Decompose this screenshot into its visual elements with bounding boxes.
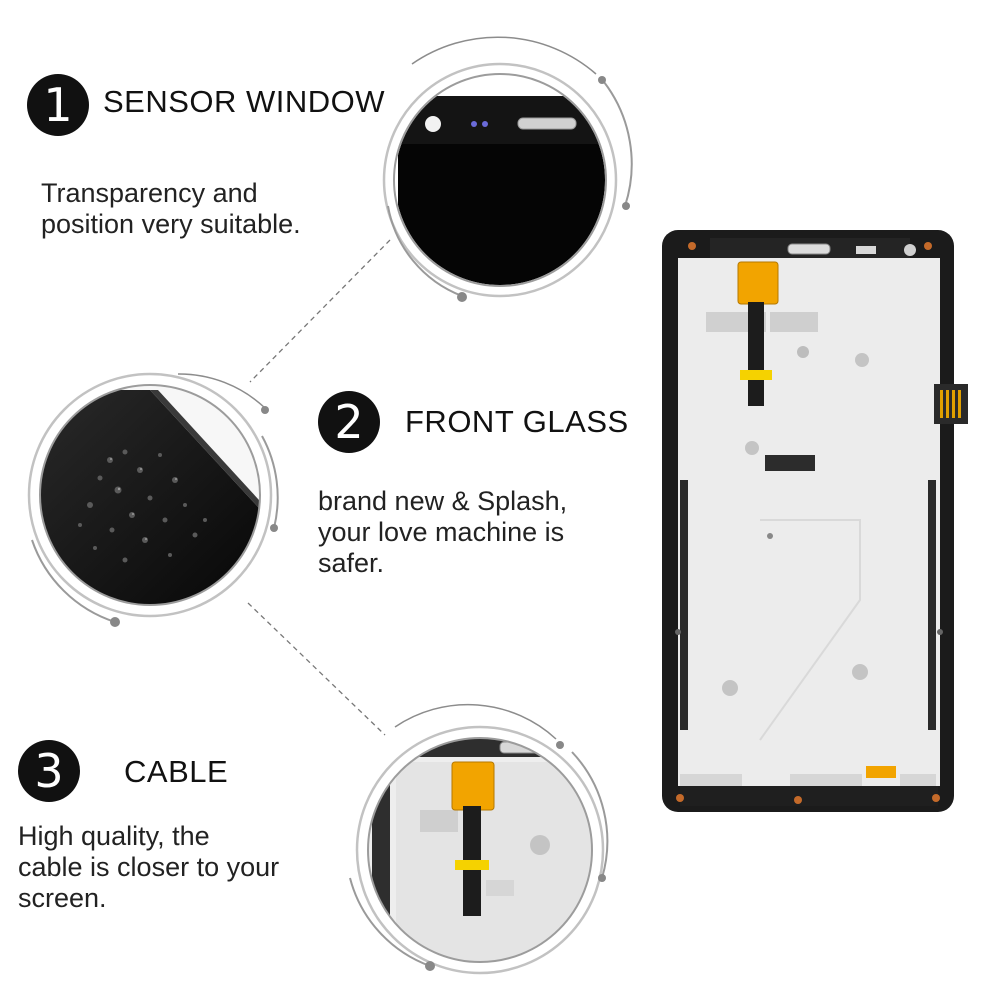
feature-1-title: SENSOR WINDOW bbox=[103, 84, 386, 119]
lcd-frame-assembly bbox=[662, 230, 968, 812]
sensor-dot-left bbox=[471, 121, 477, 127]
flex-cable-connector bbox=[737, 261, 779, 305]
side-flex-tail bbox=[934, 384, 968, 424]
camera-lens-icon bbox=[425, 116, 441, 132]
earpiece-slot bbox=[787, 243, 831, 255]
sensor-dot-right bbox=[482, 121, 488, 127]
feature-2-description: brand new & Splash, your love machine is… bbox=[318, 486, 568, 578]
flex-cable bbox=[748, 302, 764, 406]
connector-line-1 bbox=[249, 239, 391, 383]
feature-2-number-badge: 2 bbox=[318, 391, 380, 453]
zoom-circle-sensor-window bbox=[382, 36, 633, 302]
earpiece-grille bbox=[517, 117, 577, 130]
feature-2-title: FRONT GLASS bbox=[405, 404, 629, 439]
connector-lines bbox=[247, 239, 391, 736]
feature-1-number-badge: 1 bbox=[27, 74, 89, 136]
feature-3-number-badge: 3 bbox=[18, 740, 80, 802]
feature-3-description: High quality, the cable is closer to you… bbox=[18, 821, 280, 913]
frame-inner-panel bbox=[678, 258, 940, 786]
zoom-circle-front-glass bbox=[27, 372, 279, 627]
feature-3-title: CABLE bbox=[124, 754, 229, 789]
connector-line-2 bbox=[247, 602, 386, 736]
zoom-circle-cable bbox=[349, 703, 609, 975]
feature-1-description: Transparency and position very suitable. bbox=[41, 178, 301, 239]
